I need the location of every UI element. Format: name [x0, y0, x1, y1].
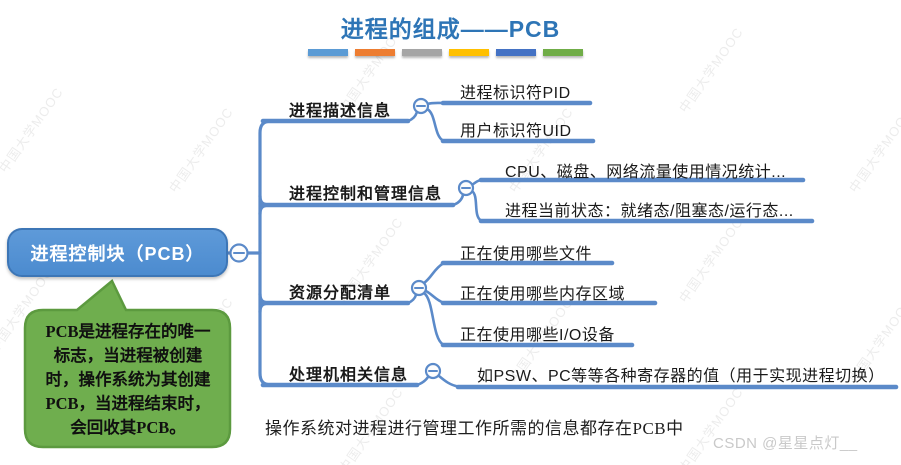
divider-dash — [355, 49, 395, 56]
child-label-registers[interactable]: 如PSW、PC等等各种寄存器的值（用于实现进程切换） — [477, 368, 885, 385]
branch-label-processor[interactable]: 处理机相关信息 — [289, 367, 409, 384]
collapse-toggle-branch-1[interactable] — [412, 97, 430, 115]
collapse-toggle-branch-4[interactable] — [424, 362, 442, 380]
child-label-uid[interactable]: 用户标识符UID — [460, 123, 572, 140]
collapse-toggle-branch-3[interactable] — [410, 279, 428, 297]
note-bubble: PCB是进程存在的唯一标志，当进程被创建时，操作系统为其创建PCB，当进程结束时… — [45, 322, 211, 437]
footer-note: 操作系统对进程进行管理工作所需的信息都存在PCB中 — [265, 419, 684, 438]
collapse-toggle-root[interactable] — [229, 243, 249, 263]
divider-dash — [402, 49, 442, 56]
child-label-files[interactable]: 正在使用哪些文件 — [460, 246, 593, 263]
child-label-state[interactable]: 进程当前状态：就绪态/阻塞态/运行态... — [505, 203, 794, 220]
divider-dash — [496, 49, 536, 56]
branch-label-describe[interactable]: 进程描述信息 — [289, 103, 392, 120]
divider-dash — [543, 49, 583, 56]
child-label-usage[interactable]: CPU、磁盘、网络流量使用情况统计... — [505, 164, 787, 181]
collapse-toggle-branch-2[interactable] — [457, 179, 475, 197]
page-title: 进程的组成——PCB — [340, 16, 561, 42]
note-bubble-shape — [23, 279, 232, 449]
child-label-memory[interactable]: 正在使用哪些内存区域 — [460, 286, 626, 303]
child-label-pid[interactable]: 进程标识符PID — [460, 85, 571, 102]
branch-label-resource[interactable]: 资源分配清单 — [289, 285, 392, 302]
title-divider — [308, 49, 583, 56]
root-node-pcb[interactable]: 进程控制块（PCB） — [7, 228, 228, 277]
child-label-io[interactable]: 正在使用哪些I/O设备 — [460, 327, 615, 344]
branch-label-control[interactable]: 进程控制和管理信息 — [289, 186, 443, 203]
divider-dash — [449, 49, 489, 56]
divider-dash — [308, 49, 348, 56]
csdn-watermark: CSDN @星星点灯__ — [713, 435, 858, 452]
